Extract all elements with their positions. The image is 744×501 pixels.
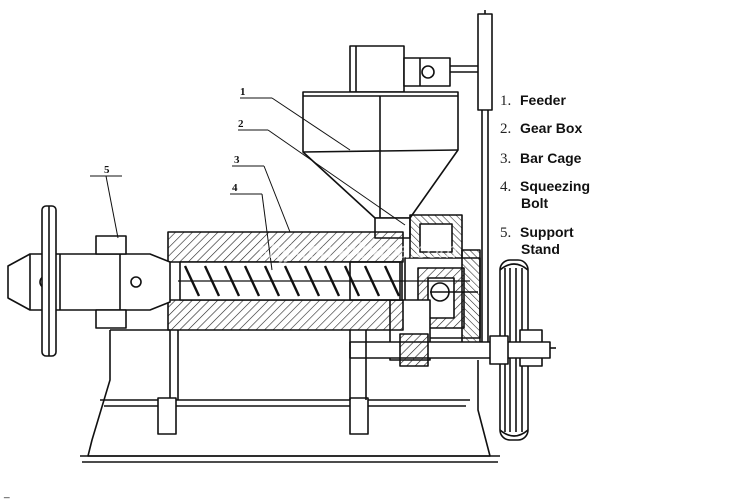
legend-label: Gear Box	[520, 120, 583, 136]
legend-item-feeder: 1. Feeder	[500, 92, 566, 110]
legend-number: 4.	[500, 179, 512, 195]
callout-2: 2	[238, 118, 244, 130]
front-handwheel	[41, 205, 57, 357]
legend-label-line2: Stand	[521, 241, 560, 257]
callout-4: 4	[232, 182, 238, 194]
callout-3: 3	[234, 154, 240, 166]
legend-label: Bar Cage	[520, 150, 582, 166]
squeezing-bolt	[178, 261, 470, 301]
legend-number: 2.	[500, 121, 512, 137]
vertical-drive-shaft	[477, 10, 493, 345]
lower-drive-shaft	[349, 333, 551, 367]
legend-item-squeezing-bolt: 4. Squeezing Bolt	[500, 178, 591, 211]
callout-1: 1	[240, 86, 246, 98]
support-stand	[80, 329, 500, 463]
legend-item-bar-cage: 3. Bar Cage	[500, 150, 581, 168]
feeder-hopper	[302, 45, 480, 239]
legend-label: Squeezing	[520, 178, 591, 194]
callout-5: 5	[104, 164, 110, 176]
callout-leaders	[90, 97, 406, 271]
legend-number: 3.	[500, 151, 512, 167]
legend-number: 1.	[500, 93, 512, 109]
legend-number: 5.	[500, 225, 512, 241]
corner-mark: _	[4, 488, 10, 499]
legend-item-gear-box: 2. Gear Box	[500, 120, 582, 138]
legend-label: Support	[520, 224, 574, 240]
legend-label-line2: Bolt	[521, 195, 549, 211]
press-head	[7, 235, 171, 329]
legend-label: Feeder	[520, 92, 566, 108]
watermark: shjjk.en.alibaba.com	[258, 238, 457, 263]
legend-item-support-stand: 5. Support Stand	[500, 224, 574, 257]
